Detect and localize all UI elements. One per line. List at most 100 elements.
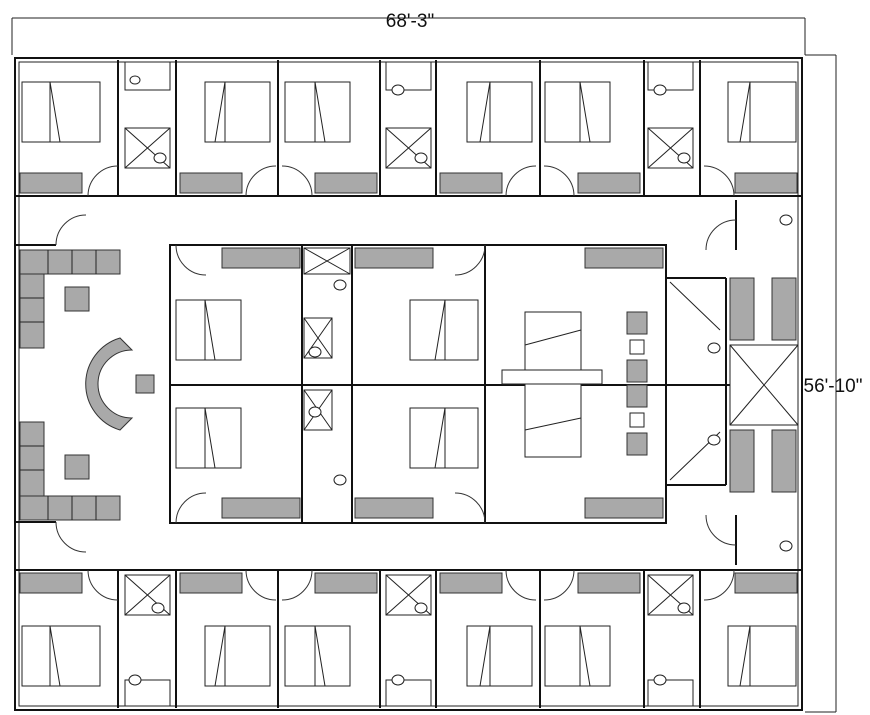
wardrobe: [354, 497, 434, 519]
wardrobe: [439, 172, 503, 194]
toilet-icon: [391, 674, 405, 686]
bed: [175, 407, 242, 469]
toilet-icon: [677, 602, 691, 614]
bed: [466, 81, 533, 143]
bathroom: [385, 61, 432, 169]
width-dimension-label: 68'-3": [386, 11, 434, 32]
wardrobe: [354, 247, 434, 269]
wardrobe: [577, 572, 641, 594]
door-swing: [175, 492, 207, 524]
reception-chair: [135, 374, 155, 394]
toilet-icon: [308, 406, 322, 418]
sink-icon: [129, 75, 141, 85]
service-counter: [729, 429, 755, 493]
toilet-icon: [128, 674, 142, 686]
door-swing: [705, 514, 737, 546]
toilet-icon: [707, 342, 721, 354]
toilet-icon: [414, 602, 428, 614]
toilet-icon: [153, 152, 167, 164]
bed: [175, 299, 242, 361]
toilet-icon: [333, 474, 347, 486]
bed: [409, 299, 479, 361]
service-counter: [729, 277, 755, 341]
door-swing: [454, 244, 486, 276]
chair: [626, 311, 648, 335]
door-swing: [705, 219, 737, 251]
door-swing: [55, 521, 87, 553]
central-bathrooms: [303, 247, 351, 486]
door-swing: [543, 165, 575, 197]
toilet-icon: [151, 602, 165, 614]
wardrobe: [179, 172, 243, 194]
bathroom: [124, 574, 171, 707]
bed: [284, 625, 351, 687]
service-counter: [771, 277, 797, 341]
chair: [626, 359, 648, 383]
bed: [204, 81, 271, 143]
toilet-icon: [653, 674, 667, 686]
toilet-icon: [707, 434, 721, 446]
bed: [544, 81, 611, 143]
toilet-icon: [391, 84, 405, 96]
wardrobe: [221, 497, 301, 519]
door-swing: [245, 569, 277, 601]
wardrobe: [734, 172, 798, 194]
bathroom: [647, 574, 694, 707]
wardrobe: [439, 572, 503, 594]
chair: [629, 412, 645, 428]
bathroom: [385, 574, 432, 707]
wardrobe: [314, 572, 378, 594]
top-room-row: [15, 60, 802, 197]
door-swing: [281, 165, 313, 197]
lounge-area: [15, 214, 155, 553]
bed: [204, 625, 271, 687]
wardrobe: [19, 572, 83, 594]
sofa-top: [19, 249, 121, 349]
toilet-icon: [414, 152, 428, 164]
chair: [626, 432, 648, 456]
door-swing: [87, 569, 119, 601]
chair: [626, 384, 648, 408]
height-dimension: 56'-10": [804, 54, 863, 713]
bed: [21, 625, 101, 687]
height-dimension-label: 56'-10": [804, 376, 863, 397]
cabinet: [584, 497, 664, 519]
service-counter: [771, 429, 797, 493]
toilet-icon: [308, 346, 322, 358]
wardrobe: [314, 172, 378, 194]
bottom-room-row: [15, 569, 802, 708]
door-swing: [87, 165, 119, 197]
door-swing: [281, 569, 313, 601]
bed: [727, 81, 797, 143]
sofa-bottom: [19, 421, 121, 521]
door-swing: [454, 492, 486, 524]
wardrobe: [577, 172, 641, 194]
bed: [544, 625, 611, 687]
chair: [629, 339, 645, 355]
cabinet: [584, 247, 664, 269]
wardrobe: [19, 172, 83, 194]
door-swing: [55, 214, 87, 246]
toilet-icon: [779, 540, 793, 552]
side-table: [501, 369, 603, 385]
wardrobe: [221, 247, 301, 269]
bathroom: [647, 61, 694, 169]
service-core: [666, 200, 799, 565]
toilet-icon: [677, 152, 691, 164]
door-swing: [703, 569, 735, 601]
bed: [284, 81, 351, 143]
bed: [409, 407, 479, 469]
door-swing: [505, 569, 537, 601]
bathroom: [124, 61, 171, 169]
central-block: [169, 244, 740, 524]
door-swing: [505, 165, 537, 197]
door-swing: [543, 569, 575, 601]
bed: [727, 625, 797, 687]
bed: [21, 81, 101, 143]
door-swing: [245, 165, 277, 197]
toilet-icon: [653, 84, 667, 96]
bed: [466, 625, 533, 687]
reception-desk: [85, 337, 134, 431]
toilet-icon: [333, 279, 347, 291]
